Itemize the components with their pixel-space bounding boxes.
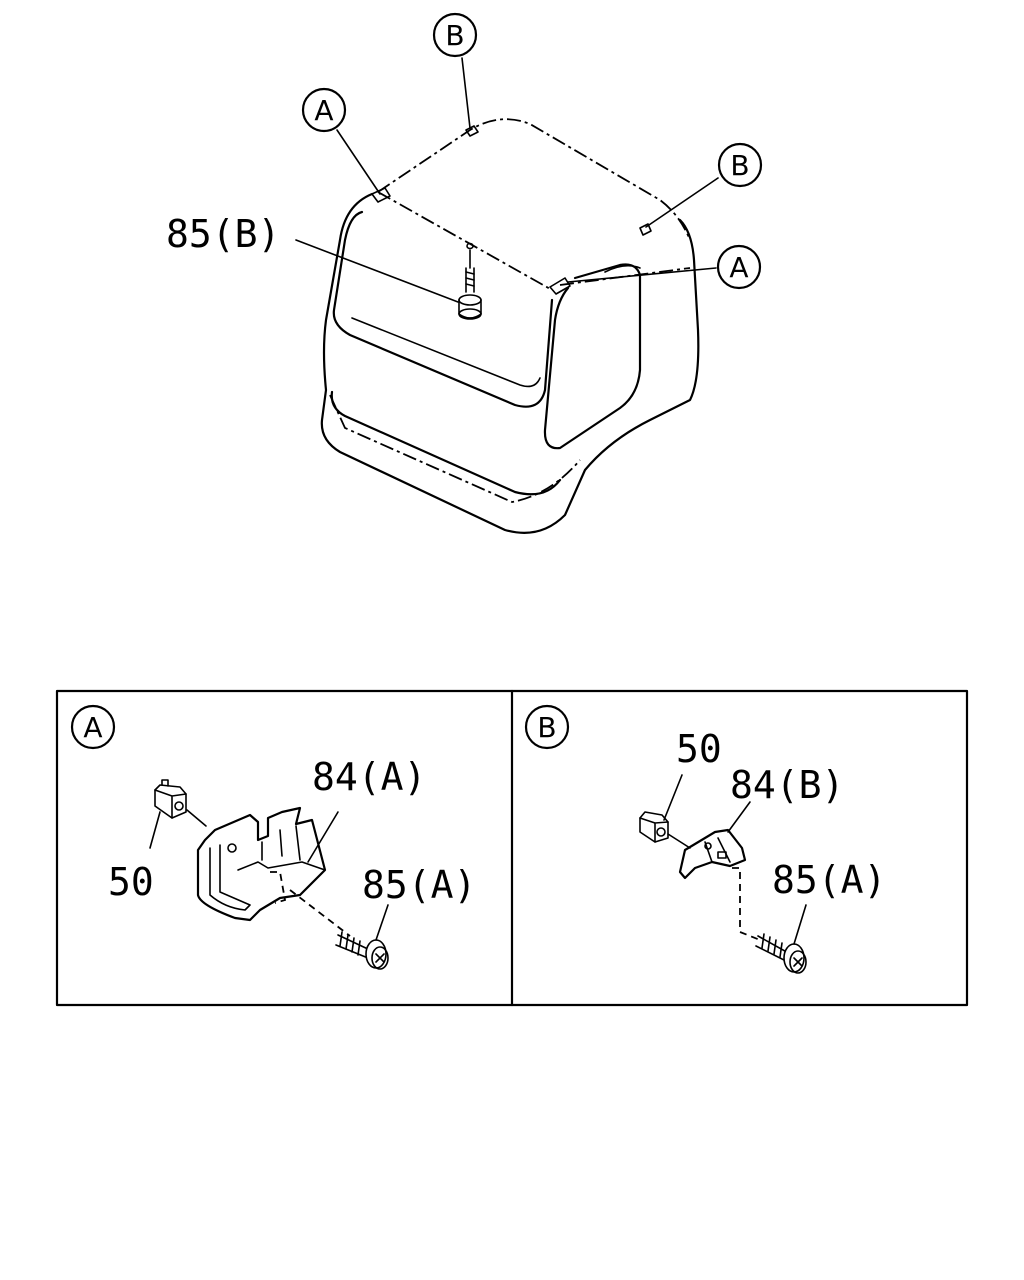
clip-nut-50-b-icon [639, 811, 669, 843]
label-50-b: 50 [676, 727, 722, 771]
label-85a-a: 85(A) [362, 863, 476, 907]
clip-nut-50-icon [154, 779, 187, 819]
svg-text:A: A [314, 94, 333, 127]
label-85b: 85(B) [166, 212, 280, 256]
svg-text:A: A [729, 251, 748, 284]
label-84b: 84(B) [730, 763, 844, 807]
callout-b-top-right: B [717, 142, 763, 188]
vehicle-rear-view [295, 57, 719, 534]
bolt-85b-icon [458, 242, 482, 320]
svg-text:A: A [83, 711, 102, 744]
bracket-84a-icon [196, 806, 327, 922]
detail-a: A 50 84(A) [70, 704, 476, 970]
callout-a-top-left: A [301, 87, 347, 133]
detail-a-title: A [70, 704, 116, 750]
bracket-84b-icon [678, 828, 747, 880]
label-84a: 84(A) [312, 755, 426, 799]
callout-a-right: A [716, 244, 762, 290]
svg-text:B: B [730, 149, 749, 182]
detail-b-title: B [524, 704, 570, 750]
detail-b: B 50 84(B) 85(A) [524, 704, 886, 974]
label-50-a: 50 [108, 860, 154, 904]
screw-85a-a-icon [335, 931, 389, 970]
callout-b-top: B [432, 12, 478, 58]
svg-text:B: B [445, 19, 464, 52]
screw-85a-b-icon [755, 933, 807, 974]
label-85a-b: 85(A) [772, 858, 886, 902]
svg-text:B: B [537, 711, 556, 744]
